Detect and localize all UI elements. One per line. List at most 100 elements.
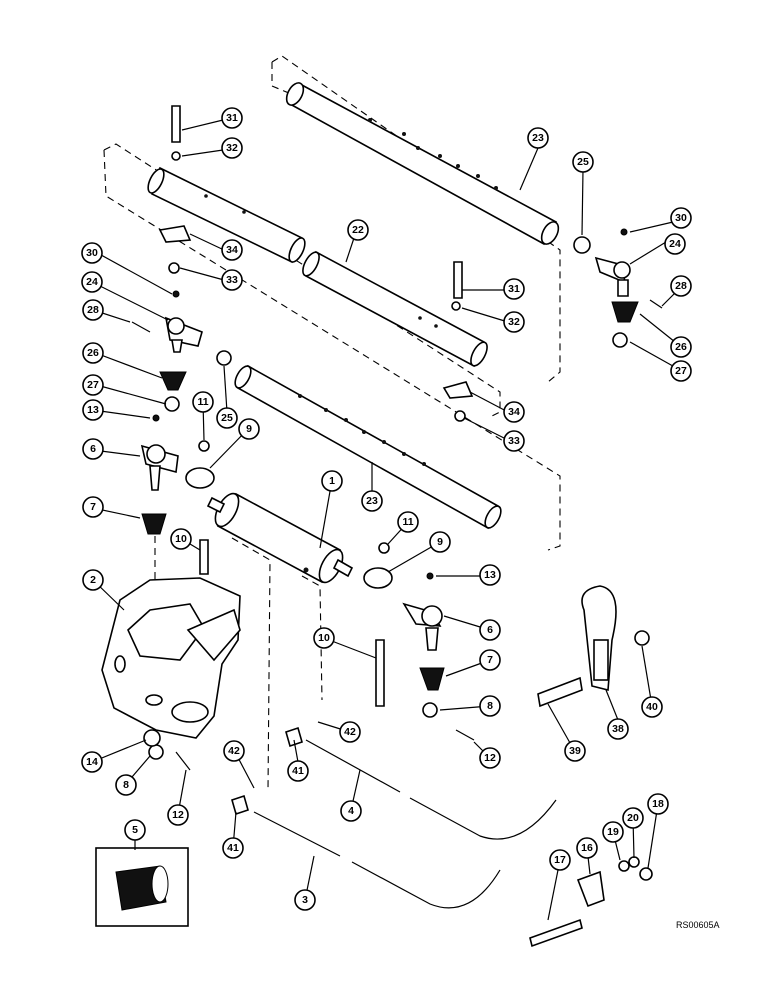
callout-33-left: 33: [221, 269, 243, 291]
callout-24-right: 24: [664, 233, 686, 255]
svg-text:5: 5: [132, 824, 138, 836]
svg-text:25: 25: [221, 412, 233, 424]
callout-33-right: 33: [503, 430, 525, 452]
callout-32-top: 32: [221, 137, 243, 159]
svg-text:4: 4: [348, 805, 354, 817]
tie-rod-end-24-left: [164, 316, 203, 353]
callout-28-right: 28: [670, 275, 692, 297]
tie-rod-end-6-left: [140, 444, 179, 491]
svg-text:41: 41: [227, 842, 239, 854]
nuts-and-washers: [143, 151, 653, 881]
cone-7-left: [141, 513, 167, 535]
svg-text:14: 14: [86, 756, 98, 768]
clamp-9-left: [185, 467, 215, 489]
callout-8-right: 8: [479, 695, 501, 717]
svg-text:41: 41: [292, 765, 304, 777]
svg-text:7: 7: [487, 654, 493, 666]
callout-12-left: 12: [167, 804, 189, 826]
clamp-9-right: [363, 567, 393, 589]
tie-rod-end-24-right: [594, 256, 631, 297]
callout-13-right: 13: [479, 564, 501, 586]
cone-26-right: [611, 301, 639, 323]
svg-text:39: 39: [569, 745, 581, 757]
svg-text:22: 22: [352, 224, 364, 236]
callout-19: 19: [602, 821, 624, 843]
cone-7-right: [419, 667, 445, 691]
callout-7-right: 7: [479, 649, 501, 671]
svg-text:18: 18: [652, 798, 664, 810]
svg-text:40: 40: [646, 701, 658, 713]
svg-text:28: 28: [87, 304, 99, 316]
svg-text:2: 2: [90, 574, 96, 586]
callout-1: 1: [321, 470, 343, 492]
inset-bushing-5: [95, 847, 189, 927]
svg-text:28: 28: [675, 280, 687, 292]
svg-text:17: 17: [554, 854, 566, 866]
tube-23-lower: [234, 364, 502, 530]
svg-text:38: 38: [612, 723, 624, 735]
callout-31-top: 31: [221, 107, 243, 129]
svg-text:42: 42: [228, 745, 240, 757]
callout-40: 40: [641, 696, 663, 718]
callout-41-left: 41: [222, 837, 244, 859]
svg-text:8: 8: [123, 779, 129, 791]
callout-6-left: 6: [82, 438, 104, 460]
svg-text:23: 23: [532, 132, 544, 144]
svg-text:33: 33: [508, 435, 520, 447]
callout-30-right: 30: [670, 207, 692, 229]
callout-7-left: 7: [82, 496, 104, 518]
callout-6-right: 6: [479, 619, 501, 641]
svg-text:31: 31: [226, 112, 238, 124]
svg-text:11: 11: [197, 396, 208, 408]
callout-3: 3: [294, 889, 316, 911]
callout-13-left: 13: [82, 399, 104, 421]
tube-23-upper: [285, 82, 560, 246]
hoses: [231, 726, 557, 909]
svg-text:10: 10: [318, 632, 330, 644]
callout-11-right: 11: [397, 511, 419, 533]
callout-25-left: 25: [216, 407, 238, 429]
svg-text:24: 24: [669, 238, 681, 250]
callout-39: 39: [564, 740, 586, 762]
svg-text:27: 27: [87, 379, 99, 391]
bracket-34-left: [158, 225, 192, 243]
callout-28-left: 28: [82, 299, 104, 321]
callout-2: 2: [82, 569, 104, 591]
cylinder-1: [206, 492, 354, 584]
callout-20: 20: [622, 807, 644, 829]
svg-text:6: 6: [90, 443, 96, 455]
clip-38: [581, 585, 617, 692]
svg-text:12: 12: [484, 752, 496, 764]
svg-text:11: 11: [402, 516, 413, 528]
callout-17: 17: [549, 849, 571, 871]
callout-42-left: 42: [223, 740, 245, 762]
tube-22: [302, 250, 488, 368]
callout-26-left: 26: [82, 342, 104, 364]
svg-text:31: 31: [508, 283, 520, 295]
callout-16: 16: [576, 837, 598, 859]
svg-text:19: 19: [607, 826, 619, 838]
bracket-34-right: [442, 381, 474, 399]
cone-26-left: [159, 371, 187, 391]
reference-code: RS00605A: [676, 920, 720, 930]
svg-text:10: 10: [175, 533, 187, 545]
callout-9-right: 9: [429, 531, 451, 553]
bolts: [171, 105, 583, 948]
callout-9-left: 9: [238, 418, 260, 440]
svg-text:1: 1: [329, 475, 335, 487]
svg-text:9: 9: [246, 423, 252, 435]
svg-text:34: 34: [508, 406, 520, 418]
svg-text:13: 13: [87, 404, 99, 416]
svg-text:20: 20: [627, 812, 639, 824]
callout-34-left: 34: [221, 239, 243, 261]
callout-26-right: 26: [670, 336, 692, 358]
callout-41-right: 41: [287, 760, 309, 782]
callout-31-mid: 31: [503, 278, 525, 300]
svg-text:3: 3: [302, 894, 308, 906]
svg-text:24: 24: [86, 276, 98, 288]
svg-text:26: 26: [87, 347, 99, 359]
steering-knuckle-2: [101, 577, 241, 739]
svg-text:32: 32: [508, 316, 520, 328]
callout-4: 4: [340, 800, 362, 822]
